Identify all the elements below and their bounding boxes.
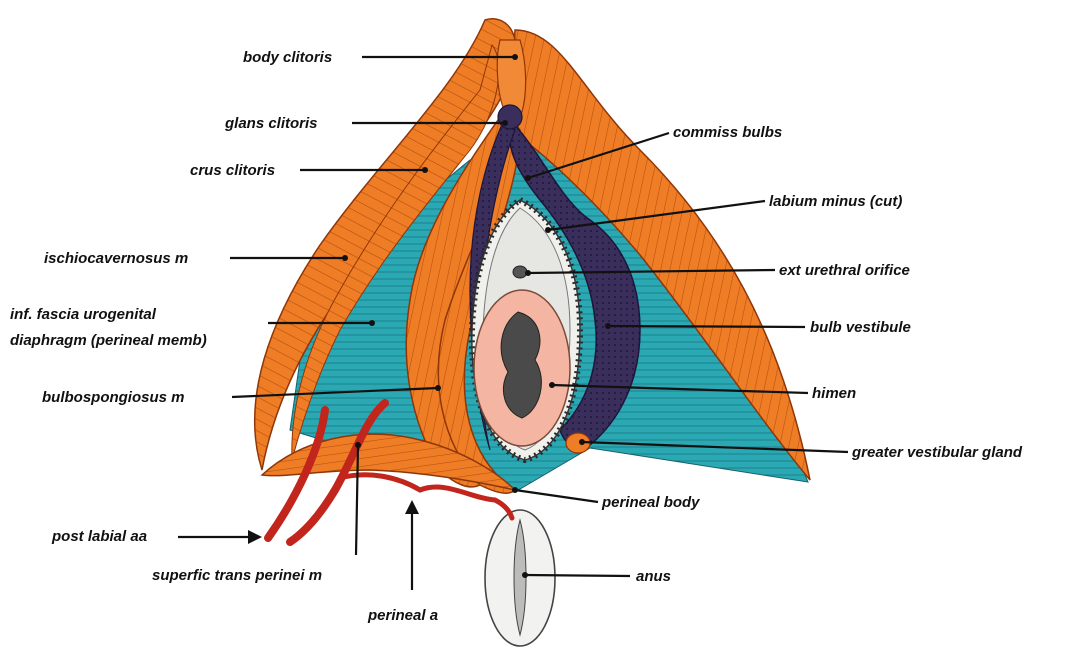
label-himen: himen	[812, 385, 856, 402]
glans-clitoris	[498, 105, 522, 129]
body-clitoris	[497, 40, 525, 112]
label-post-labial: post labial aa	[51, 528, 147, 545]
label-greater-vestibular: greater vestibular gland	[851, 444, 1023, 461]
label-bulbospongiosus: bulbospongiosus m	[42, 389, 185, 406]
label-crus-clitoris: crus clitoris	[190, 162, 275, 179]
label-perineal-body: perineal body	[601, 494, 700, 511]
label-body-clitoris: body clitoris	[243, 49, 332, 66]
label-labium-minus: labium minus (cut)	[769, 193, 902, 210]
label-commiss-bulbs: commiss bulbs	[673, 124, 782, 141]
label-superfic-trans: superfic trans perinei m	[152, 567, 322, 584]
label-inf-fascia-line1: inf. fascia urogenital	[10, 306, 157, 323]
label-glans-clitoris: glans clitoris	[224, 115, 318, 132]
label-ischiocavernosus: ischiocavernosus m	[44, 250, 188, 267]
label-anus: anus	[636, 568, 671, 585]
label-inf-fascia-line2: diaphragm (perineal memb)	[10, 332, 207, 349]
label-bulb-vestibule: bulb vestibule	[810, 319, 911, 336]
vaginal-opening	[501, 312, 541, 418]
urethral-orifice	[513, 266, 527, 278]
label-ext-urethral: ext urethral orifice	[779, 262, 910, 279]
label-perineal-a: perineal a	[367, 607, 438, 624]
